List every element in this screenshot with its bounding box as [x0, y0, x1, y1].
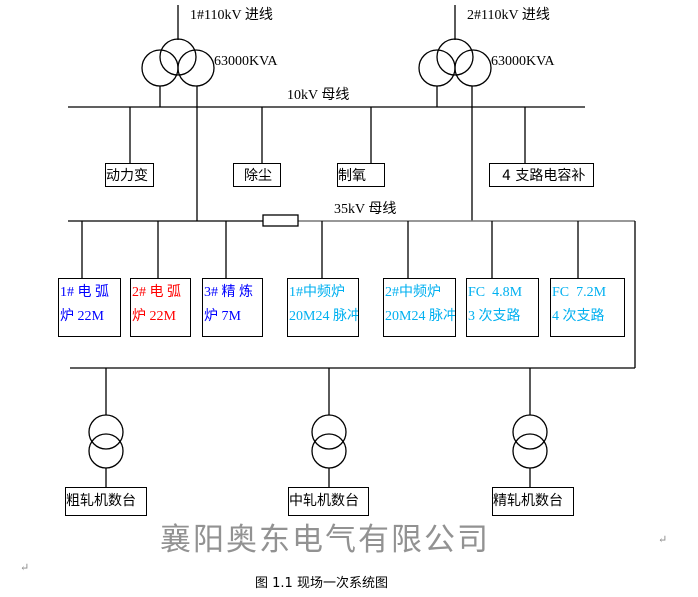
incoming-2-label: 2#110kV 进线 [467, 8, 550, 23]
bus-35kv-label: 35kV 母线 [334, 202, 397, 217]
load-label-line1: 1#中频炉 [289, 285, 345, 300]
load-label-line2: 炉 22M [60, 309, 104, 324]
load-label-line2: 炉 7M [204, 309, 241, 324]
mill-box-finishing: 精轧机数台 [492, 487, 574, 516]
load-label-line2: 20M24 脉冲 [289, 309, 359, 324]
transformer-1-rating: 63000KVA [214, 54, 278, 69]
mill-box-roughing: 粗轧机数台 [65, 487, 147, 516]
transformer-2-rating: 63000KVA [491, 54, 555, 69]
mill-box-intermediate: 中轧机数台 [288, 487, 369, 516]
load-box-dust-removal: 除尘 [233, 163, 281, 187]
load-label-line2: 3 次支路 [468, 309, 521, 324]
paragraph-mark: ↵ [20, 562, 30, 574]
watermark: 襄阳奥东电气有限公司 [160, 522, 490, 558]
load-box-oxygen: 制氧 [337, 163, 385, 187]
load-box-power-transformer: 动力变 [105, 163, 154, 187]
load-label-line2: 炉 22M [132, 309, 176, 324]
transformer-1-winding [177, 49, 215, 87]
figure-caption: 图 1.1 现场一次系统图 [255, 576, 388, 591]
load-label-line1: 1# 电 弧 [60, 285, 109, 300]
paragraph-mark: ↵ [658, 534, 668, 546]
load-box-35kv: 2#中频炉 20M24 脉冲 [383, 278, 456, 337]
transformer-2-winding [454, 49, 492, 87]
load-label-line1: 2# 电 弧 [132, 285, 181, 300]
load-label-line1: FC 4.8M [468, 285, 523, 300]
bus-10kv-label: 10kV 母线 [287, 88, 350, 103]
load-label-line1: 2#中频炉 [385, 285, 441, 300]
load-label-line2: 20M24 脉冲 [385, 309, 456, 324]
load-box-35kv: 1# 电 弧炉 22M [58, 278, 121, 337]
load-box-capacitor-compensation: 4 支路电容补偿 [489, 163, 594, 187]
bus-breaker [262, 214, 299, 227]
load-label-line1: 3# 精 炼 [204, 285, 253, 300]
load-label-line2: 4 次支路 [552, 309, 605, 324]
load-box-35kv: 2# 电 弧炉 22M [130, 278, 191, 337]
transformer-1-winding [159, 38, 197, 76]
load-box-35kv: 1#中频炉 20M24 脉冲 [287, 278, 359, 337]
load-box-35kv: FC 7.2M 4 次支路 [550, 278, 625, 337]
mill-transformers [88, 368, 548, 488]
load-box-35kv: FC 4.8M 3 次支路 [466, 278, 539, 337]
incoming-1-label: 1#110kV 进线 [190, 8, 273, 23]
load-label-line1: FC 7.2M [552, 285, 607, 300]
load-box-35kv: 3# 精 炼炉 7M [202, 278, 263, 337]
transformer-2-winding [436, 38, 474, 76]
